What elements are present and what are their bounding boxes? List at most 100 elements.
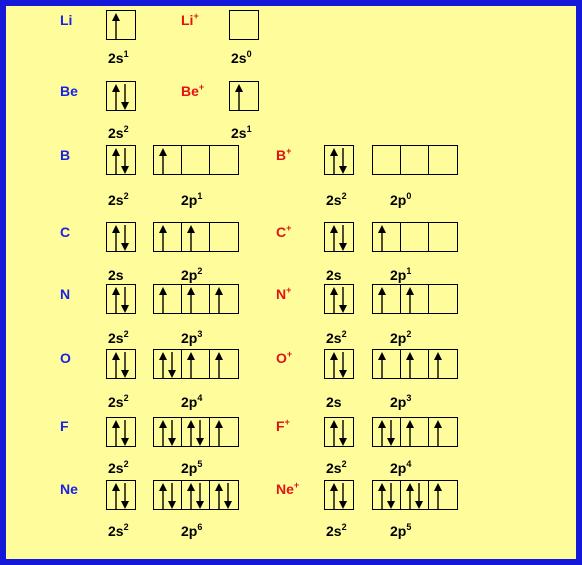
ion-config-label-2p: 2p1 [390, 266, 412, 284]
spin-pair-arrow-icon [330, 420, 347, 446]
spin-pair-arrow-icon [378, 483, 395, 509]
empty-orbital-icon [373, 146, 401, 176]
ion-orbital-diagram-2s [324, 480, 354, 510]
element-label-c: C [60, 224, 71, 240]
orbital-diagram-2s [106, 284, 136, 314]
spin-pair-arrow-icon [330, 352, 347, 378]
orbital-box-empty [373, 146, 401, 174]
orbital-box-up [373, 285, 401, 313]
empty-orbital-icon [429, 223, 457, 253]
orbital-box-up [182, 285, 210, 313]
orbital-diagram-2s [106, 222, 136, 252]
spin-pair-arrow-icon [112, 420, 129, 446]
ion-label-be: Be+ [181, 82, 205, 100]
ion-label-n: N+ [276, 285, 292, 303]
config-label-2s: 2s2 [108, 191, 129, 209]
spin-up-arrow-icon [406, 352, 414, 378]
empty-orbital-icon [210, 223, 238, 253]
spin-pair-arrow-icon [112, 287, 129, 313]
spin-pair-arrow-icon [330, 148, 347, 174]
orbital-box-pair [107, 350, 135, 378]
spin-up-arrow-icon [434, 352, 442, 378]
orbital-box-up [429, 418, 457, 446]
orbital-box-pair [325, 350, 353, 378]
ion-config-label-2s: 2s2 [326, 191, 347, 209]
spin-up-arrow-icon [159, 287, 167, 313]
orbital-box-pair [154, 350, 182, 378]
orbital-box-pair [325, 481, 353, 509]
spin-pair-arrow-icon [159, 483, 176, 509]
config-label-2s: 2s2 [108, 124, 129, 142]
orbital-box-empty [429, 285, 457, 313]
orbital-box-up [373, 223, 401, 251]
orbital-box-empty [401, 146, 429, 174]
ion-orbital-diagram-2s [229, 81, 259, 111]
spin-pair-arrow-icon [159, 420, 176, 446]
orbital-box-empty [210, 223, 238, 251]
ion-label-ne: Ne+ [276, 480, 300, 498]
config-label-2s: 2s2 [108, 522, 129, 540]
element-label-b: B [60, 147, 71, 163]
spin-pair-arrow-icon [112, 84, 129, 110]
ion-orbital-diagram-2p [372, 222, 458, 252]
orbital-diagram-2p [153, 417, 239, 447]
ion-label-o: O+ [276, 349, 293, 367]
orbital-box-up [210, 350, 238, 378]
ion-orbital-diagram-2s [324, 222, 354, 252]
orbital-box-pair [107, 82, 135, 110]
element-label-li: Li [60, 12, 73, 28]
orbital-box-up [154, 285, 182, 313]
config-label-2s: 2s2 [108, 329, 129, 347]
ion-orbital-diagram-2s [229, 10, 259, 40]
empty-orbital-icon [230, 11, 258, 41]
orbital-box-pair [107, 223, 135, 251]
orbital-diagram-2s [106, 145, 136, 175]
ion-orbital-diagram-2s [324, 417, 354, 447]
ion-config-label-2s: 2s1 [231, 124, 252, 142]
orbital-box-up [182, 350, 210, 378]
orbital-diagram-2p [153, 222, 239, 252]
ion-config-label-2s: 2s [326, 394, 342, 410]
orbital-diagram-2s [106, 349, 136, 379]
orbital-box-pair [182, 418, 210, 446]
orbital-box-up [230, 82, 258, 110]
spin-up-arrow-icon [159, 148, 167, 174]
config-label-2p: 2p5 [181, 459, 203, 477]
ion-config-label-2s: 2s2 [326, 329, 347, 347]
orbital-box-empty [210, 146, 238, 174]
orbital-diagram-2p [153, 145, 239, 175]
spin-up-arrow-icon [378, 352, 386, 378]
spin-pair-arrow-icon [330, 287, 347, 313]
orbital-box-empty [230, 11, 258, 39]
element-label-n: N [60, 286, 71, 302]
spin-up-arrow-icon [159, 225, 167, 251]
config-label-2p: 2p4 [181, 393, 203, 411]
orbital-box-up [154, 146, 182, 174]
empty-orbital-icon [182, 146, 210, 176]
spin-pair-arrow-icon [330, 483, 347, 509]
ion-config-label-2p: 2p3 [390, 393, 412, 411]
ion-config-label-2s: 2s2 [326, 459, 347, 477]
orbital-box-pair [107, 481, 135, 509]
spin-pair-arrow-icon [112, 225, 129, 251]
orbital-diagram-2p [153, 284, 239, 314]
orbital-box-up [107, 11, 135, 39]
orbital-box-pair [107, 285, 135, 313]
ion-orbital-diagram-2p [372, 284, 458, 314]
ion-orbital-diagram-2p [372, 417, 458, 447]
ion-label-li: Li+ [181, 11, 199, 29]
spin-up-arrow-icon [215, 287, 223, 313]
ion-orbital-diagram-2s [324, 349, 354, 379]
ion-orbital-diagram-2s [324, 284, 354, 314]
spin-pair-arrow-icon [159, 352, 176, 378]
spin-up-arrow-icon [215, 420, 223, 446]
orbital-diagram-2s [106, 417, 136, 447]
orbital-box-pair [373, 418, 401, 446]
ion-orbital-diagram-2p [372, 349, 458, 379]
spin-up-arrow-icon [215, 352, 223, 378]
empty-orbital-icon [210, 146, 238, 176]
orbital-box-pair [325, 285, 353, 313]
orbital-box-pair [325, 223, 353, 251]
config-label-2p: 2p6 [181, 522, 203, 540]
empty-orbital-icon [401, 146, 429, 176]
